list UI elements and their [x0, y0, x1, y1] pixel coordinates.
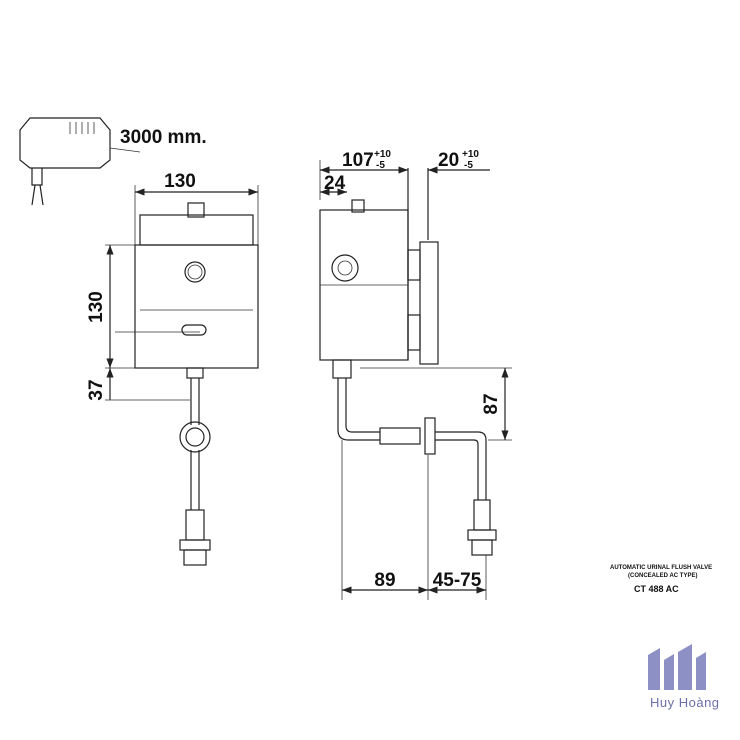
watermark-text: Huy Hoàng	[650, 695, 720, 710]
front-width-label: 130	[164, 171, 196, 192]
side-view	[319, 160, 512, 600]
front-height-label: 130	[86, 291, 107, 323]
pipe-drop-label: 87	[481, 393, 502, 414]
front-view	[105, 185, 259, 566]
cable-length-label: 3000 mm.	[120, 127, 207, 148]
pipe-horizontal-label: 89	[374, 570, 395, 591]
watermark-logo-icon	[648, 644, 706, 690]
side-depth-tol-plus: +10	[374, 149, 391, 160]
power-adapter	[19, 117, 141, 206]
plate-offset-tol-minus: -5	[464, 160, 473, 171]
caption-title: AUTOMATIC URINAL FLUSH VALVE	[610, 565, 712, 571]
plate-offset-label: 20	[438, 150, 459, 171]
inlet-offset-label: 24	[324, 173, 346, 194]
caption-subtitle: (CONCEALED AC TYPE)	[628, 573, 697, 579]
model-number: CT 488 AC	[634, 584, 679, 594]
outlet-offset-label: 37	[86, 379, 107, 400]
side-depth-label: 107	[342, 150, 374, 171]
plate-offset-tol-plus: +10	[462, 149, 479, 160]
pipe-wall-range-label: 45-75	[433, 570, 482, 591]
side-depth-tol-minus: -5	[376, 160, 385, 171]
